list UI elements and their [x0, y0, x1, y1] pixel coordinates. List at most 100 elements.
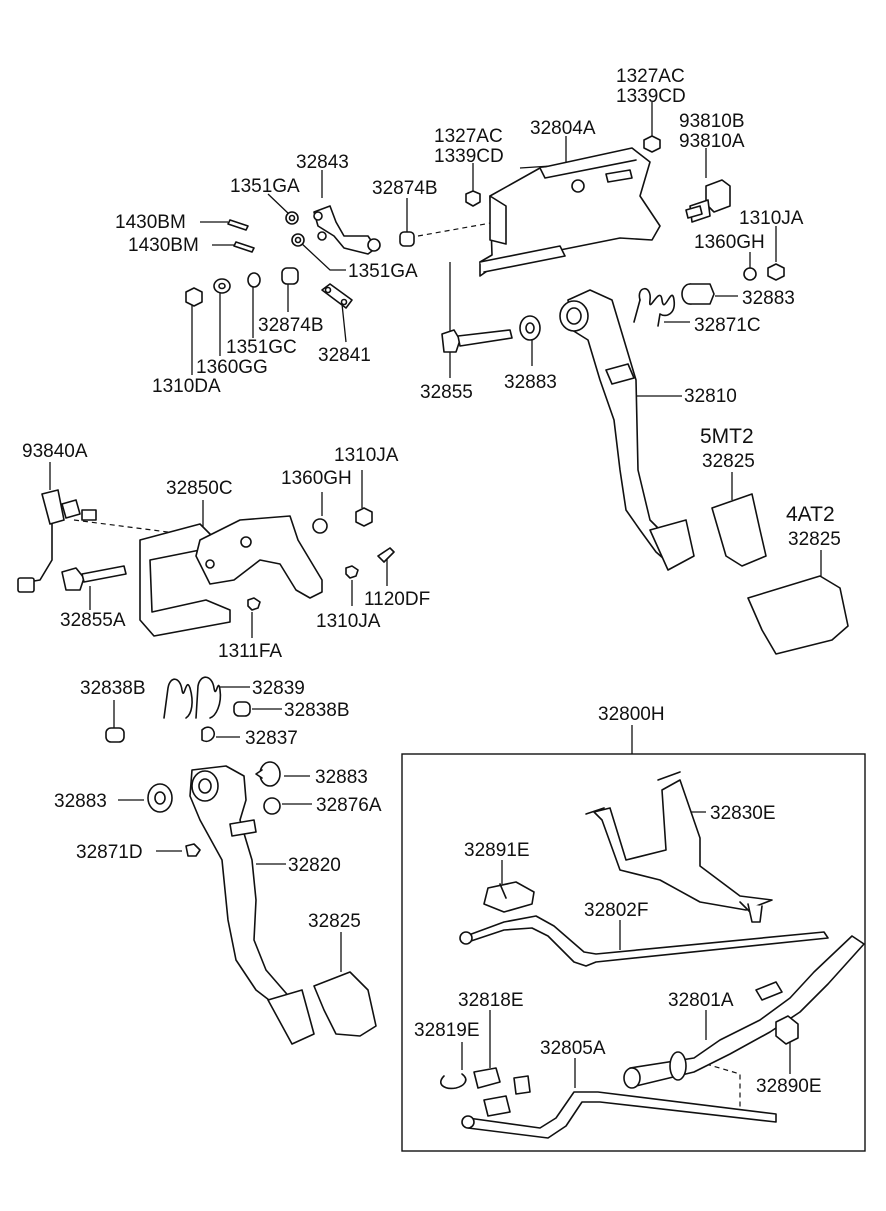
label-1310JA-b: 1310JA [334, 445, 399, 466]
label-32891E: 32891E [464, 840, 530, 861]
bushing-32874B-a [399, 231, 415, 247]
label-1327AC-top: 1327AC [616, 66, 685, 87]
rod-32802F [459, 915, 829, 967]
assembly-32800H-frame [401, 753, 866, 1152]
bolt-1120DF [377, 547, 395, 563]
nut-1310DA [185, 287, 203, 307]
label-1351GA-b: 1351GA [348, 261, 418, 282]
pin-1430BM-a [227, 219, 249, 231]
label-32841: 32841 [318, 345, 371, 366]
washer-1360GG [213, 278, 231, 294]
label-1351GA-a: 1351GA [230, 176, 300, 197]
label-32837: 32837 [245, 728, 298, 749]
nut-1310JA-b [355, 507, 373, 527]
nut-1310JA-a [767, 263, 785, 281]
label-1360GH-a: 1360GH [694, 232, 765, 253]
label-32804A: 32804A [530, 118, 596, 139]
label-1360GH-b: 1360GH [281, 468, 352, 489]
bracket-32891E [483, 881, 535, 913]
bushing-32883-d [147, 783, 173, 813]
label-32855A: 32855A [60, 610, 126, 631]
washer-1360GH-b [312, 518, 328, 534]
label-32871C: 32871C [694, 315, 761, 336]
label-32883-b: 32883 [504, 372, 557, 393]
rod-32805A [461, 1091, 777, 1139]
nut-1327AC-top [643, 135, 661, 153]
label-32825-a: 32825 [702, 451, 755, 472]
label-32855: 32855 [420, 382, 473, 403]
pedal-pad-32825-b [747, 575, 849, 655]
bushing-32838B-a [105, 727, 125, 743]
bushing-32876A [263, 797, 281, 815]
nut-1327AC-mid [465, 190, 481, 207]
pedal-32810 [559, 289, 695, 571]
shaft-32801A [623, 935, 865, 1089]
label-1120DF: 1120DF [364, 589, 430, 610]
label-1430BM-a: 1430BM [115, 212, 186, 233]
bushing-32883-a [681, 283, 715, 305]
label-1360GG: 1360GG [196, 357, 268, 378]
label-1339CD-top: 1339CD [616, 86, 686, 107]
label-1327AC-mid: 1327AC [434, 126, 503, 147]
pedal-pad-32825-c [313, 971, 377, 1037]
label-32890E: 32890E [756, 1076, 822, 1097]
washer-1351GA-b [291, 233, 305, 247]
label-1430BM-b: 1430BM [128, 235, 199, 256]
part-labels: 1327AC 1339CD 93810B 93810A 1327AC 1339C… [22, 66, 841, 1097]
label-32800H: 32800H [598, 704, 665, 725]
label-32871D: 32871D [76, 842, 143, 863]
bushing-32838B-b [233, 701, 251, 717]
label-93810A: 93810A [679, 131, 745, 152]
label-1310JA-a: 1310JA [739, 208, 804, 229]
clip-32819E [440, 1073, 467, 1090]
label-93840A: 93840A [22, 441, 88, 462]
label-32839: 32839 [252, 678, 305, 699]
label-1339CD-mid: 1339CD [434, 146, 504, 167]
label-5MT2: 5MT2 [700, 425, 754, 448]
label-1351GC: 1351GC [226, 337, 297, 358]
nut-32890E [775, 1015, 799, 1045]
bushing-32874B-b [281, 267, 299, 285]
label-32801A: 32801A [668, 990, 734, 1011]
bracket-32818E [473, 1067, 531, 1117]
label-1311FA: 1311FA [218, 641, 282, 662]
label-32850C: 32850C [166, 478, 233, 499]
bushing-32883-b [519, 315, 541, 341]
label-32825-b: 32825 [788, 529, 841, 550]
switch-93840A [17, 489, 97, 593]
label-93810B: 93810B [679, 111, 745, 132]
bolt-32855A [61, 565, 127, 591]
spring-32839 [163, 676, 222, 719]
washer-1360GH-a [743, 267, 757, 281]
label-32874B-b: 32874B [258, 315, 324, 336]
label-4AT2: 4AT2 [786, 503, 835, 526]
label-32876A: 32876A [316, 795, 382, 816]
label-32820: 32820 [288, 855, 341, 876]
label-32883-a: 32883 [742, 288, 795, 309]
label-32843: 32843 [296, 152, 349, 173]
label-32802F: 32802F [584, 900, 648, 921]
label-32874B-a: 32874B [372, 178, 438, 199]
bolt-32855 [441, 329, 513, 353]
label-32810: 32810 [684, 386, 737, 407]
bracket-32850C [139, 515, 323, 637]
switch-93810 [685, 179, 731, 223]
leader-lines [49, 102, 822, 1110]
bushing-32883-c [255, 761, 281, 787]
plate-32841 [321, 283, 353, 309]
bracket-32830E [585, 771, 773, 923]
label-32825-c: 32825 [308, 911, 361, 932]
label-32838B-b: 32838B [284, 700, 350, 721]
label-32883-c: 32883 [315, 767, 368, 788]
label-32819E: 32819E [414, 1020, 480, 1041]
pedal-32820 [189, 765, 315, 1045]
nut-1310JA-c [345, 565, 359, 579]
label-32830E: 32830E [710, 803, 776, 824]
label-32805A: 32805A [540, 1038, 606, 1059]
spring-32837 [201, 726, 216, 743]
spring-32871C [633, 287, 676, 327]
nut-1311FA [247, 597, 261, 611]
link-32843 [313, 205, 381, 255]
label-1310JA-c: 1310JA [316, 611, 381, 632]
